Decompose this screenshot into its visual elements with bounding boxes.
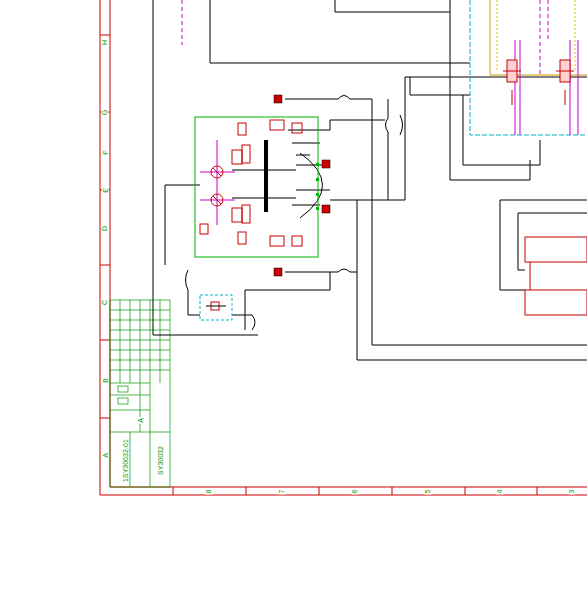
grid-reference: E bbox=[101, 187, 108, 194]
grid-reference: A bbox=[101, 452, 108, 459]
title-block-text: A bbox=[136, 417, 143, 424]
grid-reference: 6 bbox=[352, 488, 359, 494]
control-boxes bbox=[525, 237, 587, 315]
grid-reference: H bbox=[102, 38, 109, 45]
pipe-lines bbox=[153, 0, 587, 360]
grid-reference: 7 bbox=[279, 488, 286, 494]
grid-reference: G bbox=[101, 108, 108, 115]
filter-box bbox=[200, 295, 232, 320]
grid-reference: F bbox=[102, 149, 109, 155]
grid-reference: C bbox=[102, 298, 109, 305]
sheet-border bbox=[100, 0, 587, 495]
grid-reference: 8 bbox=[206, 488, 213, 494]
title-block-text: 1SY30032-01 bbox=[121, 438, 128, 483]
title-block bbox=[110, 300, 170, 487]
actuator-area bbox=[182, 0, 587, 135]
grid-reference: D bbox=[102, 224, 109, 231]
grid-reference: 5 bbox=[425, 488, 432, 494]
title-block-text: SY30032 bbox=[157, 445, 164, 476]
grid-reference: 3 bbox=[569, 488, 576, 494]
grid-reference: B bbox=[101, 377, 108, 384]
valve-block bbox=[195, 95, 330, 276]
grid-reference: 4 bbox=[497, 488, 504, 494]
